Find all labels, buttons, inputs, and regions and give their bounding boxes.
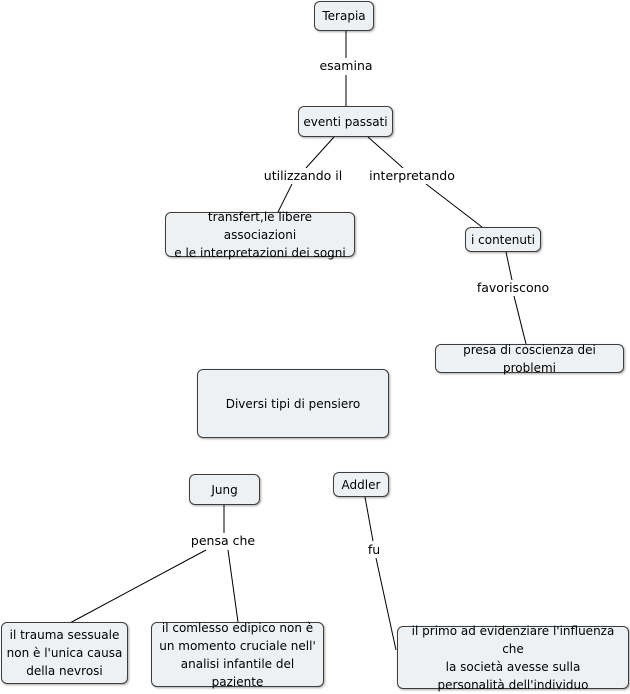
connector-fu-primo <box>375 557 397 651</box>
concept-presa-coscienza[interactable]: presa di coscienza dei problemi <box>435 343 624 375</box>
connector-pensa-trauma <box>67 549 207 625</box>
concept-transfert[interactable]: transfert,le libere associazioni e le in… <box>165 210 355 260</box>
concept-complesso[interactable]: il comlesso edipico non è un momento cru… <box>151 621 324 689</box>
concept-diversi-tipi[interactable]: Diversi tipi di pensiero <box>197 369 389 438</box>
concept-primo[interactable]: il primo ad evidenziare l'influenza che … <box>397 624 629 692</box>
concept-i-contenuti[interactable]: i contenuti <box>465 227 541 252</box>
concept-terapia[interactable]: Terapia <box>314 1 374 31</box>
concept-jung[interactable]: Jung <box>189 474 260 505</box>
concept-eventi-passati[interactable]: eventi passati <box>298 106 393 137</box>
connector-favoriscono-presa <box>513 295 527 345</box>
connector-utilizzando-transfert <box>277 183 293 213</box>
concept-addler[interactable]: Addler <box>333 472 389 497</box>
link-label-esamina: esamina <box>317 58 375 74</box>
link-label-pensa-che: pensa che <box>188 533 258 549</box>
connector-interpretando-contenuti <box>425 183 483 228</box>
link-label-utilizzando: utilizzando il <box>261 168 345 184</box>
link-label-interpretando: interpretando <box>367 168 457 184</box>
connector-contenuti-favoriscono <box>505 251 513 281</box>
link-label-fu: fu <box>365 542 383 558</box>
connector-eventi-utilizzando <box>305 136 335 169</box>
connector-pensa-complesso <box>227 549 239 623</box>
link-label-favoriscono: favoriscono <box>474 280 552 296</box>
concept-trauma[interactable]: il trauma sessuale non è l'unica causa d… <box>1 622 128 684</box>
connector-eventi-interpretando <box>367 136 404 169</box>
connector-addler-fu <box>364 496 374 542</box>
